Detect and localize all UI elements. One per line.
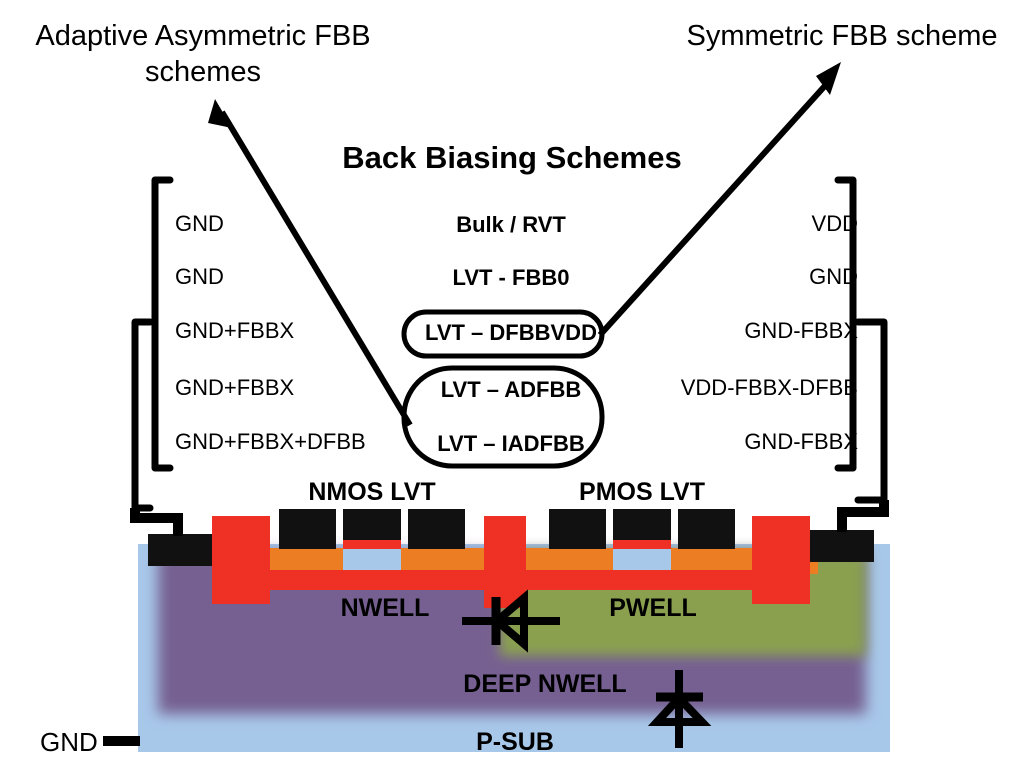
table-row-right-4: GND-FBBX bbox=[744, 429, 858, 454]
table-row-mid-2: LVT – DFBBVDD bbox=[425, 320, 597, 345]
page-title: Back Biasing Schemes bbox=[342, 140, 682, 175]
psub-label: P-SUB bbox=[476, 728, 554, 756]
left-bracket-inner bbox=[131, 318, 154, 512]
nmos-gate-block bbox=[343, 509, 401, 540]
table-row-left-3: GND+FBBX bbox=[175, 375, 295, 400]
table-row-left-0: GND bbox=[175, 211, 224, 236]
pmos-channel bbox=[613, 548, 671, 574]
nmos-lvt-label: NMOS LVT bbox=[308, 478, 436, 506]
pmos-gate-oxide bbox=[613, 539, 671, 549]
table-row-mid-0: Bulk / RVT bbox=[456, 212, 566, 237]
table-row-right-1: GND bbox=[809, 264, 858, 289]
table-row-mid-4: LVT – IADFBB bbox=[437, 431, 585, 456]
nwell-label: NWELL bbox=[340, 594, 430, 622]
right-substrate-contact bbox=[810, 530, 874, 562]
pwell-label: PWELL bbox=[609, 594, 697, 622]
right-bracket-outer bbox=[834, 176, 857, 472]
callout-left-label: Adaptive Asymmetric FBB schemes bbox=[35, 20, 371, 89]
table-row-left-4: GND+FBBX+DFBB bbox=[175, 429, 366, 454]
table-row-right-0: VDD bbox=[811, 211, 858, 236]
callout-arrow-right bbox=[597, 62, 841, 338]
gnd-terminal-label: GND bbox=[40, 727, 98, 757]
left-substrate-contact bbox=[148, 534, 212, 566]
pwell-tap-right bbox=[752, 516, 810, 604]
left-bias-wire bbox=[130, 508, 183, 536]
pmos-contact-block-1 bbox=[549, 509, 606, 549]
nmos-gate-oxide bbox=[343, 539, 401, 549]
callout-right-label: Symmetric FBB scheme bbox=[686, 20, 998, 52]
deep-nwell-psub-diode-icon bbox=[647, 670, 712, 748]
pmos-metal-plane bbox=[500, 570, 790, 590]
nmos-metal-plane bbox=[215, 570, 555, 590]
right-bias-wire bbox=[837, 500, 889, 532]
left-bracket-outer bbox=[151, 176, 174, 472]
callout-arrow-left bbox=[208, 99, 413, 427]
nmos-contact-block-1 bbox=[279, 509, 336, 549]
nwell-tap-left bbox=[212, 516, 270, 604]
pmos-contact-block-2 bbox=[678, 509, 735, 549]
nmos-channel bbox=[343, 548, 401, 574]
right-bracket-inner bbox=[854, 318, 888, 504]
table-row-right-3: VDD-FBBX-DFBB bbox=[680, 375, 858, 400]
table-row-left-1: GND bbox=[175, 264, 224, 289]
nwell-tap-center bbox=[484, 516, 526, 608]
table-row-left-2: GND+FBBX bbox=[175, 318, 295, 343]
table-row-right-2: GND-FBBX bbox=[744, 318, 858, 343]
deep-nwell-label: DEEP NWELL bbox=[463, 670, 627, 698]
table-row-mid-1: LVT - FBB0 bbox=[452, 265, 570, 290]
nmos-contact-block-2 bbox=[408, 509, 465, 549]
table-row-mid-3: LVT – ADFBB bbox=[440, 377, 582, 402]
pmos-gate-block bbox=[613, 509, 671, 540]
pmos-lvt-label: PMOS LVT bbox=[579, 478, 705, 506]
nwell-pwell-diode-icon bbox=[462, 589, 560, 653]
